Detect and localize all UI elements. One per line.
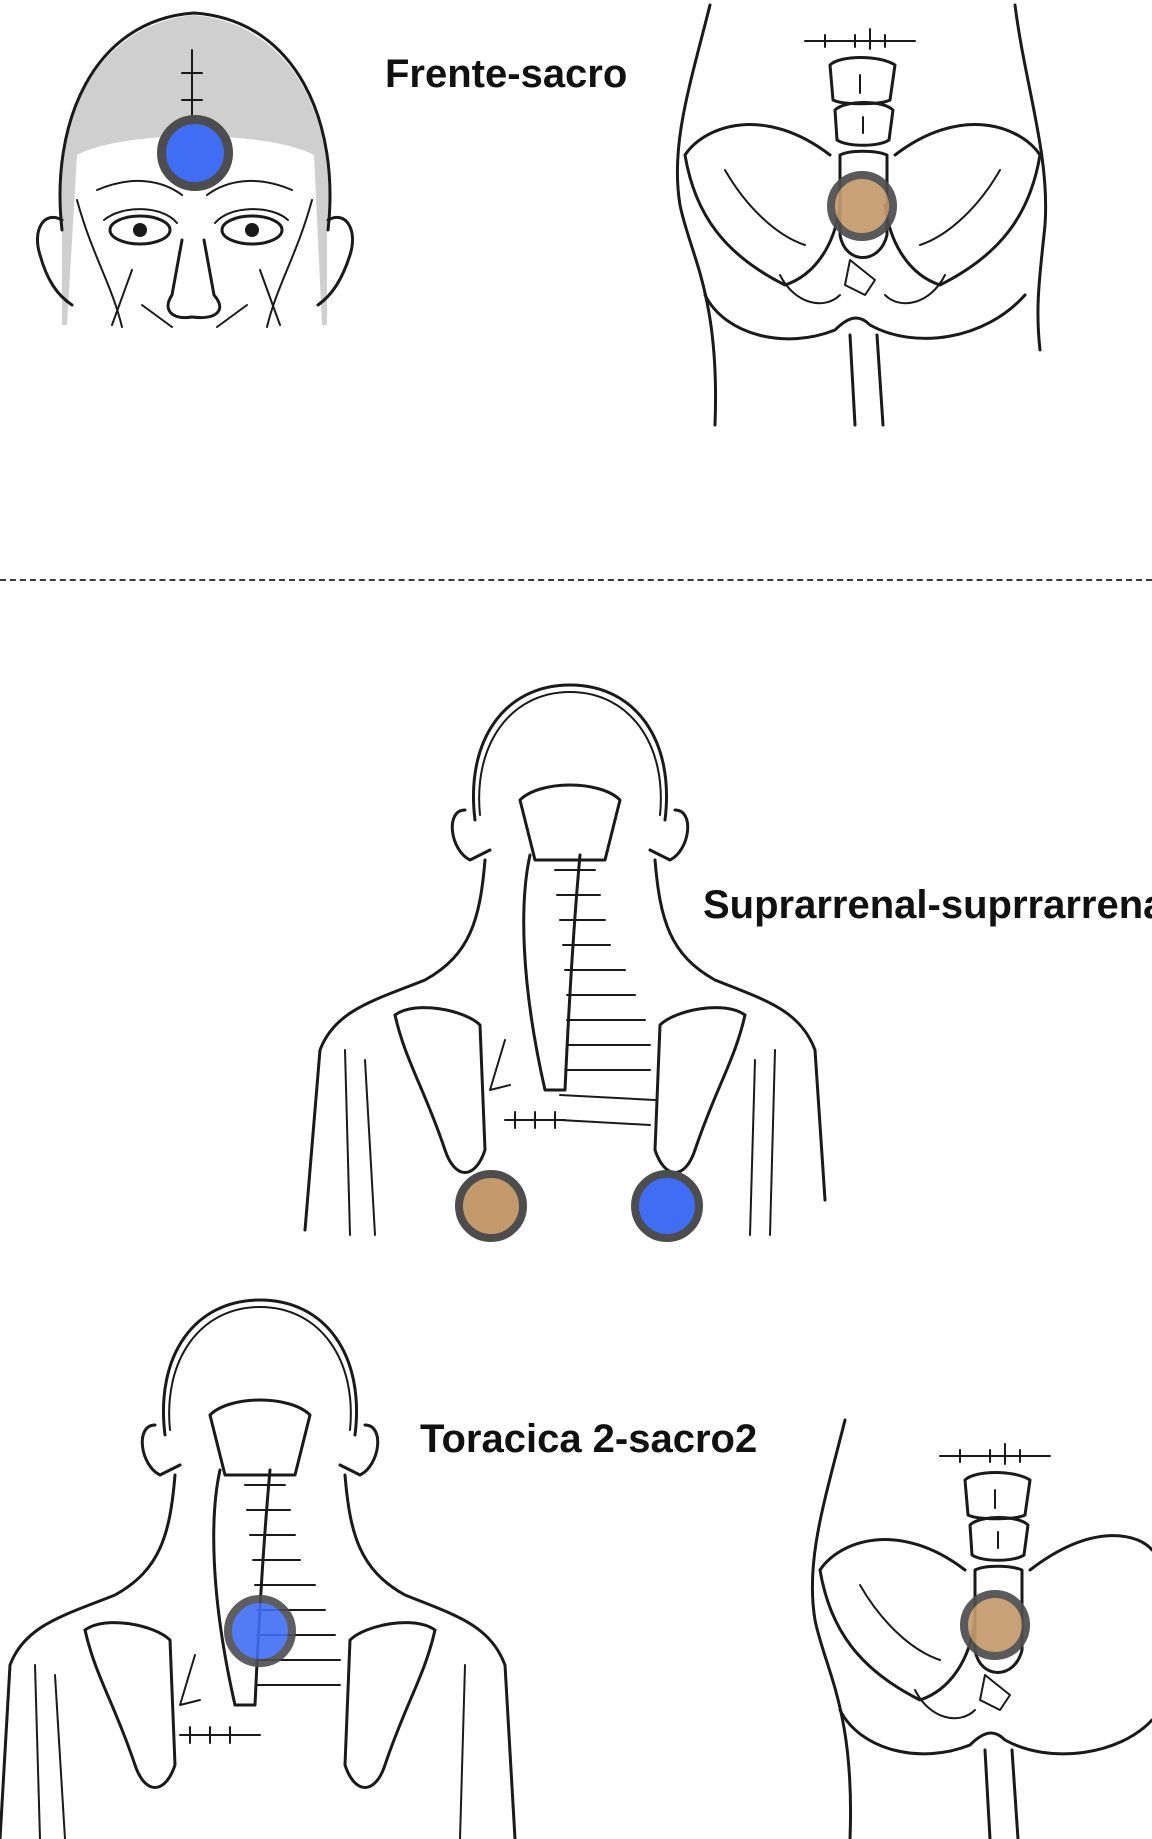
thoracic-point-blue: [224, 1595, 296, 1667]
sacrum-point-tan: [960, 1590, 1030, 1660]
upper-back-illustration: [0, 1295, 520, 1839]
sacrum-point-tan: [827, 171, 897, 241]
left-adrenal-point-tan: [455, 1170, 527, 1242]
forehead-point-blue: [157, 115, 233, 191]
section-divider: [0, 579, 1152, 581]
pair-label-frente-sacro: Frente-sacro: [385, 52, 627, 97]
right-adrenal-point-blue: [631, 1170, 703, 1242]
upper-back-illustration: [305, 680, 830, 1235]
